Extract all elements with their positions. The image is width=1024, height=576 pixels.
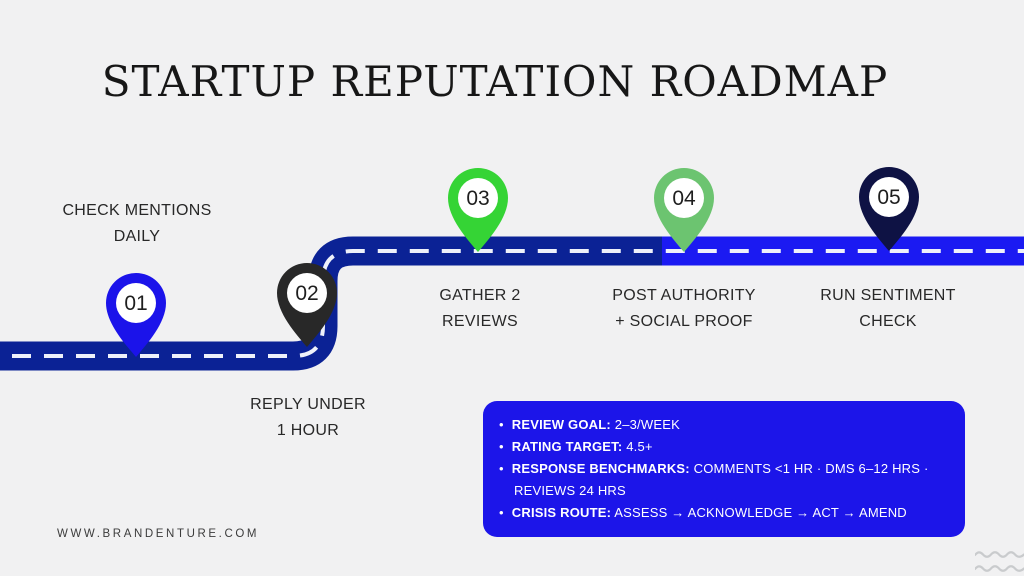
location-pin-04: 04 bbox=[654, 168, 714, 252]
milestone-label-01: CHECK MENTIONS DAILY bbox=[62, 202, 212, 245]
location-pin-05: 05 bbox=[859, 167, 919, 251]
location-pin-icon: 02 bbox=[277, 263, 337, 347]
milestone-label-03: GATHER 2 REVIEWS bbox=[439, 287, 521, 330]
milestone-label-02: REPLY UNDER 1 HOUR bbox=[250, 396, 366, 439]
pin-number: 04 bbox=[672, 187, 696, 210]
location-pin-icon: 05 bbox=[859, 167, 919, 251]
location-pin-icon: 04 bbox=[654, 168, 714, 252]
benchmark-item-crisis-route: CRISIS ROUTE: ASSESS → ACKNOWLEDGE → ACT… bbox=[499, 502, 949, 524]
benchmarks-list: REVIEW GOAL: 2–3/WEEK RATING TARGET: 4.5… bbox=[499, 414, 949, 524]
pin-number: 05 bbox=[877, 186, 900, 209]
benchmark-item-review-goal: REVIEW GOAL: 2–3/WEEK bbox=[499, 414, 949, 436]
benchmark-item-rating-target: RATING TARGET: 4.5+ bbox=[499, 436, 949, 458]
location-pin-02: 02 bbox=[277, 263, 337, 347]
benchmark-item-response-benchmarks: RESPONSE BENCHMARKS: COMMENTS <1 HR · DM… bbox=[499, 458, 949, 502]
page-title: STARTUP REPUTATION ROADMAP bbox=[101, 57, 889, 106]
location-pin-icon: 03 bbox=[448, 168, 508, 252]
milestone-label-04: POST AUTHORITY + SOCIAL PROOF bbox=[612, 287, 756, 330]
benchmarks-panel: REVIEW GOAL: 2–3/WEEK RATING TARGET: 4.5… bbox=[483, 401, 965, 537]
road-center-dashes bbox=[0, 249, 1024, 358]
pin-number: 02 bbox=[295, 282, 318, 305]
pin-number: 01 bbox=[124, 292, 147, 315]
waves-icon bbox=[975, 551, 1024, 572]
location-pin-03: 03 bbox=[448, 168, 508, 252]
milestone-label-05: RUN SENTIMENT CHECK bbox=[820, 287, 956, 330]
location-pin-01: 01 bbox=[106, 273, 166, 357]
location-pin-icon: 01 bbox=[106, 273, 166, 357]
pin-number: 03 bbox=[466, 187, 489, 210]
website-url: WWW.BRANDENTURE.COM bbox=[57, 528, 260, 540]
